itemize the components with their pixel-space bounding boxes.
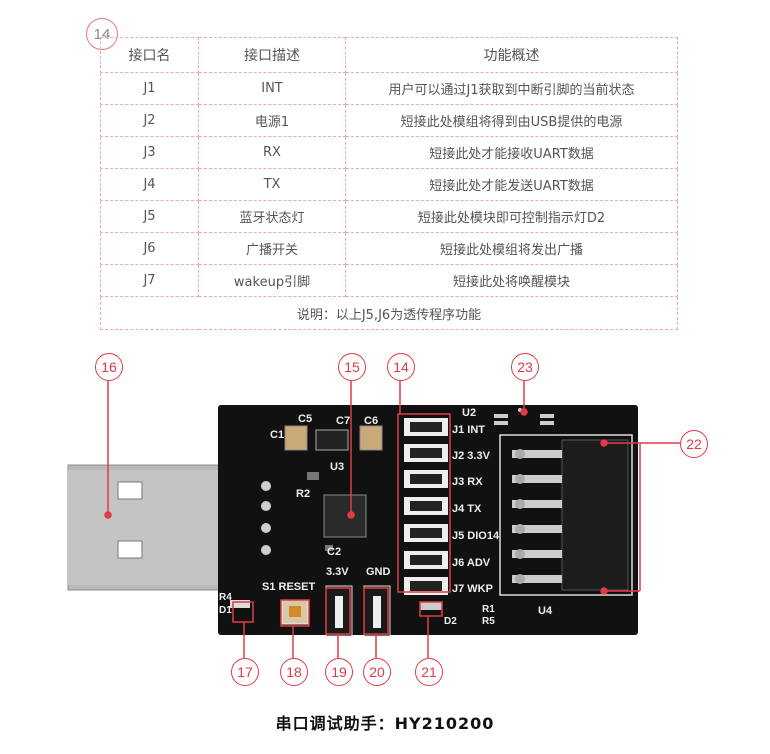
callout-22: 22 <box>680 430 708 458</box>
table-row: J6 广播开关 短接此处模组将发出广播 <box>100 232 678 265</box>
label-u2: U2 <box>462 407 476 419</box>
header-interface-name: 接口名 <box>100 37 199 73</box>
label-c7: C7 <box>336 415 350 427</box>
label-s1-reset: S1 RESET <box>262 581 315 593</box>
label-3v3: 3.3V <box>326 566 349 578</box>
cell-desc: 电源1 <box>198 104 346 137</box>
cell-function: 短接此处将唤醒模块 <box>345 264 678 297</box>
product-caption: 串口调试助手：HY210200 <box>275 714 495 733</box>
callout-23: 23 <box>511 353 539 381</box>
callout-16: 16 <box>95 353 123 381</box>
label-r4: R4 <box>219 592 232 603</box>
label-j1: J1 INT <box>452 424 485 436</box>
cell-function: 用户可以通过J1获取到中断引脚的当前状态 <box>345 72 678 105</box>
cell-name: J2 <box>100 104 199 137</box>
cell-desc: TX <box>198 168 346 201</box>
label-d1: D1 <box>219 605 232 616</box>
module-connector <box>499 434 633 596</box>
label-j6: J6 ADV <box>452 557 491 569</box>
power-pins <box>325 585 391 637</box>
callout-18: 18 <box>280 658 308 686</box>
cell-desc: RX <box>198 136 346 169</box>
table-row: J7 wakeup引脚 短接此处将唤醒模块 <box>100 264 678 297</box>
header-function: 功能概述 <box>345 37 678 73</box>
label-j5: J5 DIO14 <box>452 530 500 542</box>
components <box>230 425 442 625</box>
label-gnd: GND <box>366 566 391 578</box>
label-c5: C5 <box>298 413 312 425</box>
label-j7: J7 WKP <box>452 583 493 595</box>
label-d2: D2 <box>444 616 457 627</box>
label-r5: R5 <box>482 616 495 627</box>
cell-function: 短接此处才能接收UART数据 <box>345 136 678 169</box>
table-header-row: 接口名 接口描述 功能概述 <box>100 37 678 73</box>
label-u4: U4 <box>538 605 553 617</box>
label-r1: R1 <box>482 604 495 615</box>
table-row: J3 RX 短接此处才能接收UART数据 <box>100 136 678 169</box>
label-c1: C1 <box>270 429 284 441</box>
cell-name: J5 <box>100 200 199 233</box>
cell-function: 短接此处模组将得到由USB提供的电源 <box>345 104 678 137</box>
interface-table: 接口名 接口描述 功能概述 J1 INT 用户可以通过J1获取到中断引脚的当前状… <box>100 37 678 330</box>
cell-function: 短接此处才能发送UART数据 <box>345 168 678 201</box>
label-c2: C2 <box>327 546 341 558</box>
callout-lines <box>104 378 680 658</box>
cell-desc: 广播开关 <box>198 232 346 265</box>
cell-name: J6 <box>100 232 199 265</box>
label-c6: C6 <box>364 415 378 427</box>
usb-contacts <box>261 481 271 555</box>
callout-21: 21 <box>415 658 443 686</box>
label-j4: J4 TX <box>452 503 482 515</box>
table-note: 说明：以上J5,J6为透传程序功能 <box>100 296 678 330</box>
callout-20: 20 <box>363 658 391 686</box>
jumper-headers <box>404 418 448 595</box>
label-r2: R2 <box>296 488 310 500</box>
label-u3: U3 <box>330 461 344 473</box>
table-row: J2 电源1 短接此处模组将得到由USB提供的电源 <box>100 104 678 137</box>
label-j2: J2 3.3V <box>452 450 491 462</box>
callout-19: 19 <box>325 658 353 686</box>
table-row: J4 TX 短接此处才能发送UART数据 <box>100 168 678 201</box>
cell-name: J4 <box>100 168 199 201</box>
cell-name: J3 <box>100 136 199 169</box>
table-note-row: 说明：以上J5,J6为透传程序功能 <box>100 296 678 330</box>
callout-17: 17 <box>231 658 259 686</box>
callout-15: 15 <box>338 353 366 381</box>
callout-14: 14 <box>387 353 415 381</box>
table-row: J5 蓝牙状态灯 短接此处模块即可控制指示灯D2 <box>100 200 678 233</box>
table-row: J1 INT 用户可以通过J1获取到中断引脚的当前状态 <box>100 72 678 105</box>
label-j3: J3 RX <box>452 476 483 488</box>
